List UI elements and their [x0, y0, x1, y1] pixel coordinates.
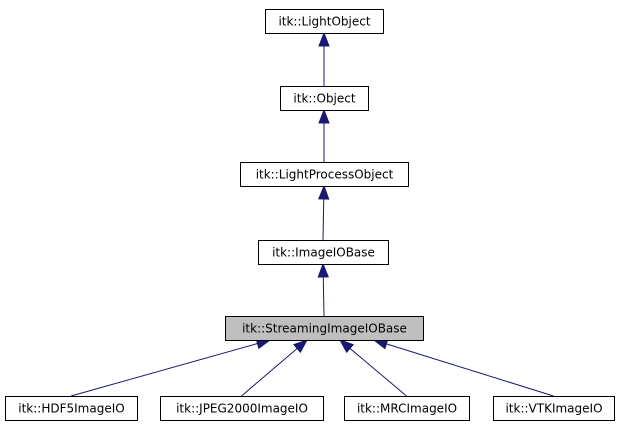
class-box: [225, 316, 424, 341]
class-node-object[interactable]: itk::Object: [280, 86, 369, 111]
edge-lightprocessobject-to-object: [318, 108, 330, 162]
edge-line: [241, 348, 298, 397]
class-label: itk::JPEG2000ImageIO: [176, 402, 308, 416]
edge-mrcimageio-to-streamingimageiobase: [338, 339, 407, 397]
class-box: [258, 240, 389, 265]
class-label: itk::LightProcessObject: [256, 168, 394, 182]
arrowhead: [293, 339, 309, 354]
class-node-imageiobase[interactable]: itk::ImageIOBase: [258, 240, 389, 265]
class-label: itk::ImageIOBase: [272, 246, 375, 260]
edge-hdf5imageio-to-streamingimageiobase: [70, 338, 272, 397]
class-node-vtkimageio[interactable]: itk::VTKImageIO: [493, 396, 615, 421]
class-label: itk::LightObject: [278, 15, 370, 29]
arrowhead: [318, 108, 330, 124]
class-node-mrcimageio[interactable]: itk::MRCImageIO: [344, 396, 470, 421]
edge-line: [70, 343, 258, 397]
class-box: [344, 396, 470, 421]
edge-line: [349, 347, 407, 397]
class-label: itk::MRCImageIO: [357, 402, 457, 416]
class-box: [265, 9, 384, 34]
class-box: [240, 162, 409, 187]
class-label: itk::VTKImageIO: [505, 402, 602, 416]
class-node-lightobject[interactable]: itk::LightObject: [265, 9, 384, 34]
edge-object-to-lightobject: [318, 31, 330, 86]
nodes-layer: itk::LightObjectitk::Objectitk::LightPro…: [5, 9, 615, 421]
class-node-hdf5imageio[interactable]: itk::HDF5ImageIO: [5, 396, 138, 421]
class-label: itk::Object: [293, 92, 355, 106]
edge-jpeg2000imageio-to-streamingimageiobase: [241, 339, 309, 397]
class-label: itk::HDF5ImageIO: [18, 402, 124, 416]
class-box: [493, 396, 615, 421]
edge-line: [322, 276, 325, 317]
edges-layer: [70, 31, 554, 397]
arrowhead: [318, 184, 330, 200]
class-node-jpeg2000imageio[interactable]: itk::JPEG2000ImageIO: [160, 396, 324, 421]
edge-line: [386, 343, 554, 397]
arrowhead: [317, 262, 329, 278]
arrowhead: [318, 31, 330, 47]
arrowhead: [338, 339, 355, 354]
class-box: [5, 396, 138, 421]
class-label: itk::StreamingImageIOBase: [242, 322, 407, 336]
edge-line: [322, 198, 325, 241]
class-node-streamingimageiobase[interactable]: itk::StreamingImageIOBase: [225, 316, 424, 341]
class-box: [160, 396, 324, 421]
edge-streamingimageiobase-to-imageiobase: [317, 262, 329, 317]
edge-imageiobase-to-lightprocessobject: [318, 184, 330, 241]
class-box: [280, 86, 369, 111]
edge-vtkimageio-to-streamingimageiobase: [372, 338, 554, 397]
class-node-lightprocessobject[interactable]: itk::LightProcessObject: [240, 162, 409, 187]
